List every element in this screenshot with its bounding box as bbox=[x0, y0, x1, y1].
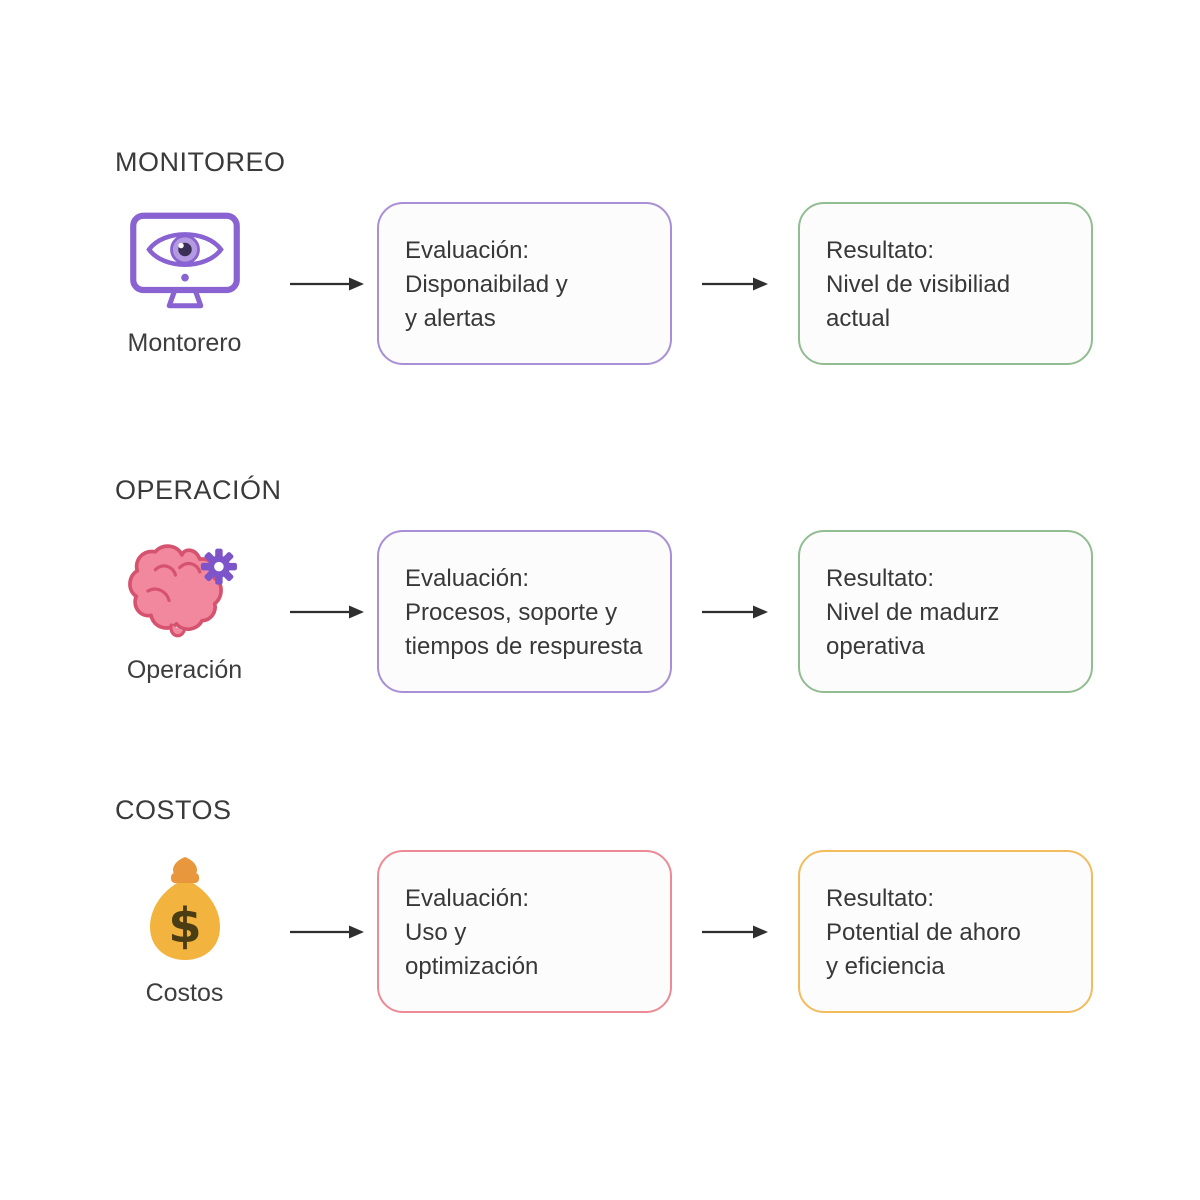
result-title: Resultato: bbox=[826, 565, 935, 592]
result-title: Resultato: bbox=[826, 885, 935, 912]
icon-label: Costos bbox=[145, 979, 224, 1007]
result-body: Nivel de madurz operativa bbox=[826, 599, 1000, 660]
result-body: Nivel de visibiliad actual bbox=[826, 271, 1011, 332]
evaluation-title: Evaluación: bbox=[405, 885, 530, 912]
arrow-icon bbox=[672, 921, 798, 943]
icon-column: Montorero bbox=[92, 209, 277, 358]
evaluation-body: Procesos, soporte y tiempos de respurest… bbox=[405, 599, 643, 660]
arrow-icon bbox=[277, 601, 377, 623]
flow-row: Montorero Evaluación: Disponaibilad y y … bbox=[0, 202, 1200, 365]
evaluation-body: Uso y optimización bbox=[405, 919, 539, 980]
arrow-icon bbox=[672, 601, 798, 623]
arrow-icon bbox=[277, 273, 377, 295]
result-body: Potential de ahoro y eficiencia bbox=[826, 919, 1021, 980]
arrow-icon bbox=[672, 273, 798, 295]
icon-column: Operación bbox=[92, 538, 277, 685]
icon-label: Operación bbox=[126, 656, 243, 684]
evaluation-title: Evaluación: bbox=[405, 565, 530, 592]
section-costos: COSTOS $ Costos bbox=[0, 794, 1200, 1013]
section-heading: COSTOS bbox=[115, 795, 232, 825]
flow-row: Operación Evaluación: Procesos, soporte … bbox=[0, 530, 1200, 693]
result-box: Resultato: Nivel de madurz operativa bbox=[798, 530, 1093, 693]
arrow-icon bbox=[277, 921, 377, 943]
evaluation-box: Evaluación: Disponaibilad y y alertas bbox=[377, 202, 672, 365]
section-operacion: OPERACIÓN bbox=[0, 474, 1200, 693]
result-box: Resultato: Potential de ahoro y eficienc… bbox=[798, 850, 1093, 1013]
result-title: Resultato: bbox=[826, 237, 935, 264]
monitor-eye-icon bbox=[126, 209, 244, 317]
section-heading: OPERACIÓN bbox=[115, 475, 282, 505]
brain-gear-icon bbox=[125, 538, 245, 644]
evaluation-box: Evaluación: Procesos, soporte y tiempos … bbox=[377, 530, 672, 693]
section-monitoreo: MONITOREO Montorero bbox=[0, 146, 1200, 365]
section-heading: MONITOREO bbox=[115, 147, 286, 177]
evaluation-body: Disponaibilad y y alertas bbox=[405, 271, 568, 332]
flow-row: $ Costos Evaluación: Uso y optimización bbox=[0, 850, 1200, 1013]
evaluation-box: Evaluación: Uso y optimización bbox=[377, 850, 672, 1013]
evaluation-title: Evaluación: bbox=[405, 237, 530, 264]
icon-column: $ Costos bbox=[92, 855, 277, 1008]
svg-text:$: $ bbox=[168, 898, 201, 954]
icon-label: Montorero bbox=[127, 329, 242, 357]
result-box: Resultato: Nivel de visibiliad actual bbox=[798, 202, 1093, 365]
money-bag-icon: $ bbox=[135, 855, 235, 967]
